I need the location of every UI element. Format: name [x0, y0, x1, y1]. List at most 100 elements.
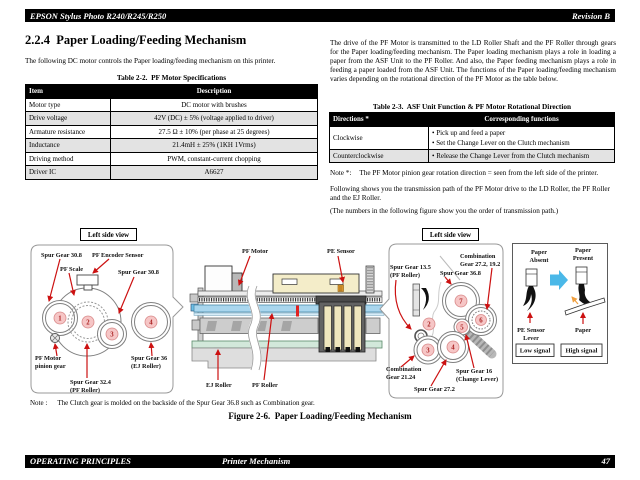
svg-text:Low signal: Low signal — [520, 348, 551, 355]
pf-encoder-sensor-shape — [76, 274, 99, 291]
cell-desc: A6627 — [110, 165, 318, 180]
low-signal-badge: Low signal — [515, 343, 555, 357]
mechanism-paragraph: The drive of the PF Motor is transmitted… — [330, 39, 616, 83]
combination-gear-21-24-label: Gear 21.24 — [386, 374, 416, 381]
header-bar: EPSON Stylus Photo R240/R245/R250 Revisi… — [25, 9, 615, 22]
pointer-arrow — [52, 343, 59, 357]
cell-item: Driver IC — [25, 165, 111, 180]
svg-text:High signal: High signal — [565, 348, 597, 355]
spur-gear-36-label: Spur Gear 36 — [131, 355, 167, 362]
gear-number-7: 7 — [454, 294, 468, 308]
pf-motor-pinion-label: pinion gear — [35, 363, 66, 370]
spur-gear-30-8-right-label: Spur Gear 30.8 — [118, 269, 159, 276]
footer-section: OPERATING PRINCIPLES — [30, 456, 131, 466]
col-header-functions: Corresponding functions — [428, 112, 615, 127]
gear-number-1: 1 — [53, 311, 67, 325]
svg-text:1: 1 — [58, 315, 62, 322]
cell-desc: DC motor with brushes — [110, 97, 318, 112]
table-header-row: Directions * Corresponding functions — [329, 112, 615, 127]
cell-desc: 21.4mH ± 25% (1KH 1Vrms) — [110, 138, 318, 153]
table-2-3-caption: Table 2-3. ASF Unit Function & PF Motor … — [372, 102, 572, 111]
function-line: • Pick up and feed a paper — [432, 128, 506, 137]
gear-number-4: 4 — [144, 315, 158, 329]
spur-gear-27-2-label: Spur Gear 27.2 — [414, 386, 455, 393]
spur-gear-30-8-label: Spur Gear 30.8 — [41, 252, 82, 259]
pf-motor-spec-table: Item Description Motor type DC motor wit… — [25, 84, 318, 180]
cell-item: Driving method — [25, 151, 111, 166]
figure-note-label: Note : — [30, 399, 48, 407]
pf-motor-label: PF Motor — [242, 248, 268, 255]
cell-item: Inductance — [25, 138, 111, 153]
drive-shaft-rod — [463, 327, 497, 359]
table-row: Driver IC A6627 — [25, 165, 318, 180]
asf-direction-table: Directions * Corresponding functions Clo… — [329, 112, 615, 164]
gear-number-2: 2 — [81, 315, 95, 329]
paper-absent-label: Absent — [530, 257, 550, 264]
high-signal-badge: High signal — [560, 343, 603, 357]
combination-gear-27-2-label: Gear 27.2, 19.2 — [460, 261, 500, 268]
carriage-and-cartridges — [296, 295, 367, 353]
svg-text:6: 6 — [479, 317, 483, 324]
transmission-note: (The numbers in the following figure sho… — [330, 207, 559, 215]
pe-sensor-lever-label: Lever — [523, 335, 539, 342]
cell-desc: PWM, constant-current chopping — [110, 151, 318, 166]
left-gear-diagram: 1 2 3 4 Spur Gear 30.8 PF Encoder Sensor… — [30, 244, 184, 394]
table-row: Inductance 21.4mH ± 25% (1KH 1Vrms) — [25, 138, 318, 153]
gear-number-3: 3 — [105, 327, 119, 341]
pf-motor-pinion-label: PF Motor — [35, 355, 61, 362]
gear-number-3: 3 — [421, 343, 435, 357]
svg-text:4: 4 — [149, 319, 153, 326]
pointer-arrow — [464, 334, 475, 369]
lever-present-shape — [575, 266, 590, 306]
frame-outline — [431, 255, 461, 337]
pointer-arrow — [484, 267, 493, 310]
pe-sensor-lever-label: PE Sensor — [517, 327, 545, 334]
pf-encoder-sensor-label: PF Encoder Sensor — [92, 252, 144, 259]
document-title: EPSON Stylus Photo R240/R245/R250 — [30, 10, 167, 21]
pf-roller-shaft-shape — [412, 283, 429, 317]
spur-gear-16-label: (Change Lever) — [456, 376, 498, 383]
pointer-arrow — [337, 255, 346, 283]
col-header-directions: Directions * — [329, 112, 429, 127]
cell-direction: Counterclockwise — [329, 148, 429, 164]
pf-motor-pinion-gear-shape — [50, 333, 60, 343]
change-lever-hook — [421, 288, 429, 310]
svg-text:5: 5 — [460, 324, 464, 331]
pointer-arrow — [400, 355, 415, 368]
lever-absent-shape — [523, 268, 538, 311]
pf-scale-label: PF Scale — [60, 266, 83, 273]
mechanism-cross-section: PF Motor PE Sensor EJ Roller PF Roller — [189, 248, 385, 389]
spur-gear-13-5-label: (PF Roller) — [390, 272, 420, 279]
table-header-row: Item Description — [25, 84, 318, 99]
pointer-arrow — [430, 359, 447, 387]
pointer-arrow — [263, 313, 275, 381]
carriage-marker — [296, 305, 299, 317]
footnote-label: Note *: — [330, 169, 352, 177]
revision-label: Revision B — [571, 10, 610, 21]
svg-text:3: 3 — [110, 331, 114, 338]
break-wave — [246, 284, 262, 372]
pointer-arrow — [148, 342, 155, 357]
cell-item: Drive voltage — [25, 111, 111, 126]
table-row: Drive voltage 42V (DC) ± 5% (voltage app… — [25, 111, 318, 126]
pe-sensor-label: PE Sensor — [327, 248, 355, 255]
paper-absent-label: Paper — [531, 249, 547, 256]
right-view-label: Left side view — [422, 228, 479, 241]
pe-sensor-mark — [337, 284, 344, 292]
svg-text:2: 2 — [427, 321, 431, 328]
footer-page-number: 47 — [601, 456, 611, 466]
paper-pointer-label: Paper — [575, 327, 591, 334]
pointer-arrow — [68, 272, 76, 296]
col-header-description: Description — [110, 84, 318, 99]
pointer-arrow — [118, 276, 135, 314]
pf-motor-shape — [204, 265, 243, 293]
intro-paragraph: The following DC motor controls the Pape… — [25, 57, 276, 65]
spur-gear-32-4-label: (PF Roller) — [70, 387, 100, 394]
spur-gear-36-label: (EJ Roller) — [131, 363, 161, 370]
svg-text:3: 3 — [426, 347, 430, 354]
spur-gear-16-label: Spur Gear 16 — [456, 368, 492, 375]
paper-present-label: Present — [573, 255, 594, 262]
ej-roller-label: EJ Roller — [206, 382, 232, 389]
figure-note-text: The Clutch gear is molded on the backsid… — [57, 399, 315, 407]
